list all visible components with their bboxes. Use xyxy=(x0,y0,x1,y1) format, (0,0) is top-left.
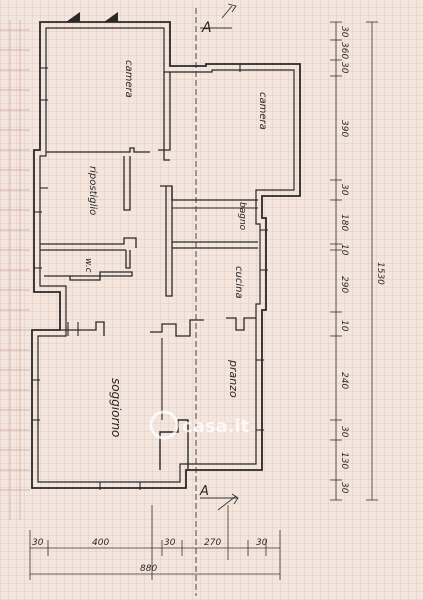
dim-right-13: 30 xyxy=(339,482,349,494)
right-dimension-chain xyxy=(330,21,378,501)
dim-right-3: 30 xyxy=(339,62,349,74)
section-mark-bottom: A xyxy=(199,484,209,499)
watermark-logo-icon xyxy=(149,410,179,440)
room-label-cucina: cucina xyxy=(233,266,244,299)
room-labels: camera camera ripostiglio bagno w.c cuci… xyxy=(83,60,268,437)
dim-right-5: 30 xyxy=(339,184,349,196)
dim-right-11: 30 xyxy=(339,426,349,438)
dim-right-8: 290 xyxy=(339,276,349,293)
watermark-text: casa.it xyxy=(182,416,250,437)
dim-bottom-2: 400 xyxy=(92,538,109,548)
margin-grid xyxy=(0,20,30,520)
room-label-wc: w.c xyxy=(83,258,93,273)
dim-right-6: 180 xyxy=(339,214,349,231)
dim-right-12: 130 xyxy=(339,452,349,469)
section-line xyxy=(195,3,239,596)
dim-right-4: 390 xyxy=(339,120,349,137)
dim-right-7: 10 xyxy=(339,244,349,256)
outer-wall-inner xyxy=(37,27,295,483)
dim-right-9: 10 xyxy=(339,320,349,332)
room-label-bagno: bagno xyxy=(237,202,247,231)
room-label-camera-1: camera xyxy=(123,60,134,98)
dim-right-2: 360 xyxy=(339,42,349,59)
watermark: casa.it xyxy=(149,410,250,440)
dim-total-horizontal: 880 xyxy=(140,564,157,574)
dim-right-10: 240 xyxy=(339,372,349,389)
bottom-dimension-labels: 30 400 30 270 30 880 xyxy=(32,538,268,574)
section-mark-top: A xyxy=(201,20,212,36)
room-label-ripostiglio: ripostiglio xyxy=(87,166,98,215)
dim-bottom-3: 30 xyxy=(164,538,176,548)
room-label-soggiorno: soggiorno xyxy=(109,378,123,437)
chimney-marks xyxy=(66,12,118,22)
dim-right-1: 30 xyxy=(339,26,349,38)
dim-bottom-1: 30 xyxy=(32,538,44,548)
dim-total-vertical: 1530 xyxy=(375,262,385,285)
room-label-camera-2: camera xyxy=(257,92,268,130)
room-label-pranzo: pranzo xyxy=(227,359,240,398)
openings xyxy=(32,64,268,490)
right-dimension-labels: 30 360 30 390 30 180 10 290 10 240 30 13… xyxy=(339,26,385,494)
dim-bottom-4: 270 xyxy=(204,538,221,548)
bottom-dimension-chain xyxy=(29,505,281,580)
dim-bottom-5: 30 xyxy=(256,538,268,548)
